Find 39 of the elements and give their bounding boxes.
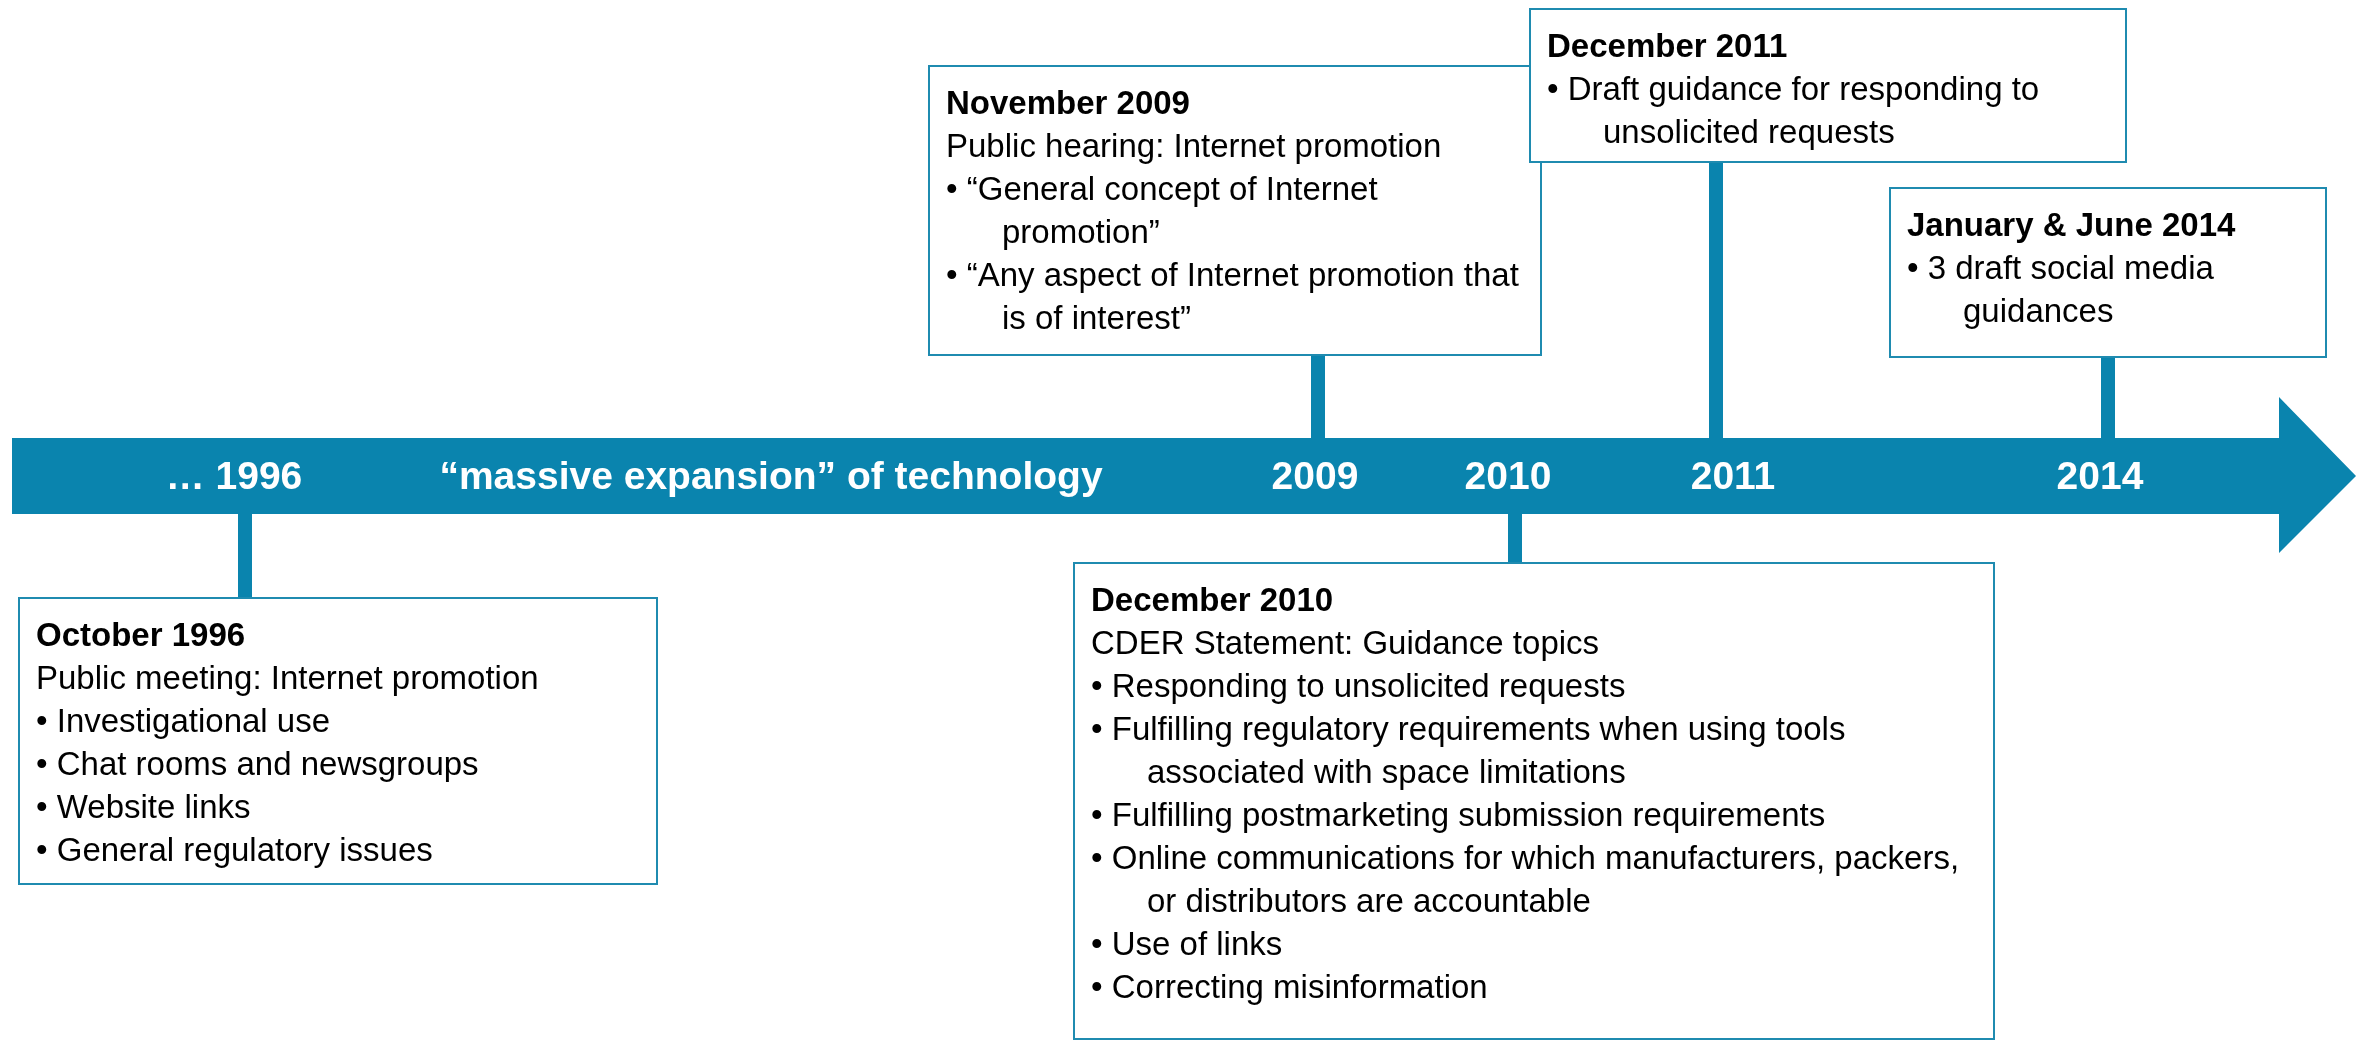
bullet-item: • Investigational use	[36, 701, 332, 741]
event-subtitle: Public meeting: Internet promotion	[36, 658, 540, 698]
timeline-label: 2009	[1271, 454, 1359, 498]
event-box	[1529, 8, 2127, 163]
connector-line	[1311, 356, 1325, 438]
event-box	[1073, 562, 1995, 1040]
bullet-item: • Responding to unsolicited requests	[1091, 666, 1627, 706]
bullet-item: • Fulfilling regulatory requirements when using tools associated with space limitations	[1091, 709, 1847, 792]
event-date: November 2009	[946, 83, 1191, 123]
timeline-label: “massive expansion” of technology	[439, 454, 1103, 498]
timeline-label: 2010	[1464, 454, 1552, 498]
bullet-item: • Correcting misinformation	[1091, 967, 1489, 1007]
bullet-item: • Fulfilling postmarketing submission requirements	[1091, 795, 1827, 835]
event-date: December 2011	[1547, 26, 1789, 66]
bullet-item: • Online communications for which manufacturers, packers, or distributors are accountable	[1091, 838, 1961, 921]
timeline-arrow	[12, 397, 2356, 553]
connector-line	[1709, 163, 1723, 438]
bullet-item: • Draft guidance for responding to unsolicited requests	[1547, 69, 2041, 152]
connector-line	[238, 514, 252, 597]
timeline-label: … 1996	[165, 454, 303, 498]
connector-line	[2101, 358, 2115, 438]
event-box	[18, 597, 658, 885]
bullet-item: • “Any aspect of Internet promotion that is of interest”	[946, 255, 1520, 338]
bullet-item: • General regulatory issues	[36, 830, 434, 870]
event-box	[928, 65, 1542, 356]
bullet-item: • 3 draft social media guidances	[1907, 248, 2215, 331]
event-box	[1889, 187, 2327, 358]
timeline-label: 2014	[2056, 454, 2144, 498]
bullet-item: • Use of links	[1091, 924, 1284, 964]
timeline-label: 2011	[1690, 454, 1776, 498]
bullet-item: • “General concept of Internet promotion”	[946, 169, 1379, 252]
event-date: January & June 2014	[1907, 205, 2237, 245]
event-date: October 1996	[36, 615, 247, 655]
bullet-item: • Chat rooms and newsgroups	[36, 744, 480, 784]
event-subtitle: Public hearing: Internet promotion	[946, 126, 1443, 166]
connector-line	[1508, 514, 1522, 562]
event-date: December 2010	[1091, 580, 1335, 620]
bullet-item: • Website links	[36, 787, 252, 827]
event-subtitle: CDER Statement: Guidance topics	[1091, 623, 1601, 663]
